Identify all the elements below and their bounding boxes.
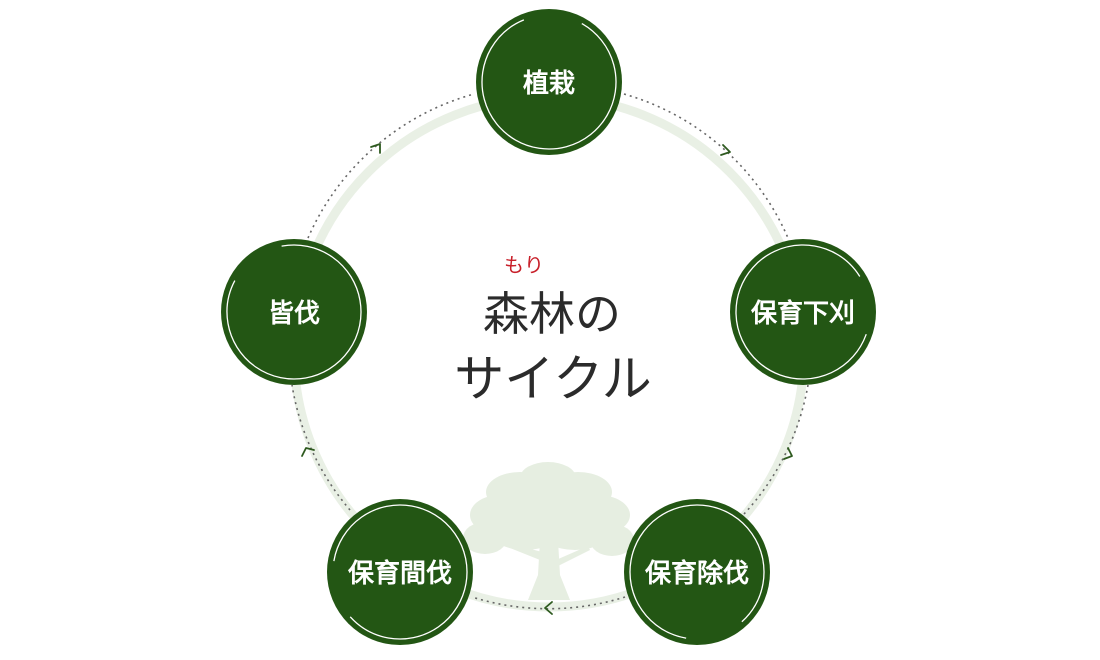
stage-node-cleaning: 保育除伐 [619,494,774,649]
stage-label-thinning: 保育間伐 [347,558,452,589]
title-line-2: サイクル [454,350,652,408]
title-ruby: もり [504,253,544,277]
stage-node-thinning: 保育間伐 [322,494,477,649]
diagram-title: もり 森林の サイクル [454,253,652,408]
stage-node-weeding: 保育下刈 [717,226,889,398]
title-line-1: 森林の [483,287,621,341]
tree-silhouette-icon [463,462,634,600]
stage-label-clearcut: 皆伐 [268,299,320,329]
stage-label-weeding: 保育下刈 [750,298,855,329]
stage-label-cleaning: 保育除伐 [644,558,749,589]
stage-node-planting: 植栽 [457,0,640,174]
arrow-head-5-icon [371,144,380,153]
stage-node-clearcut: 皆伐 [216,234,371,389]
stage-label-planting: 植栽 [523,69,575,99]
